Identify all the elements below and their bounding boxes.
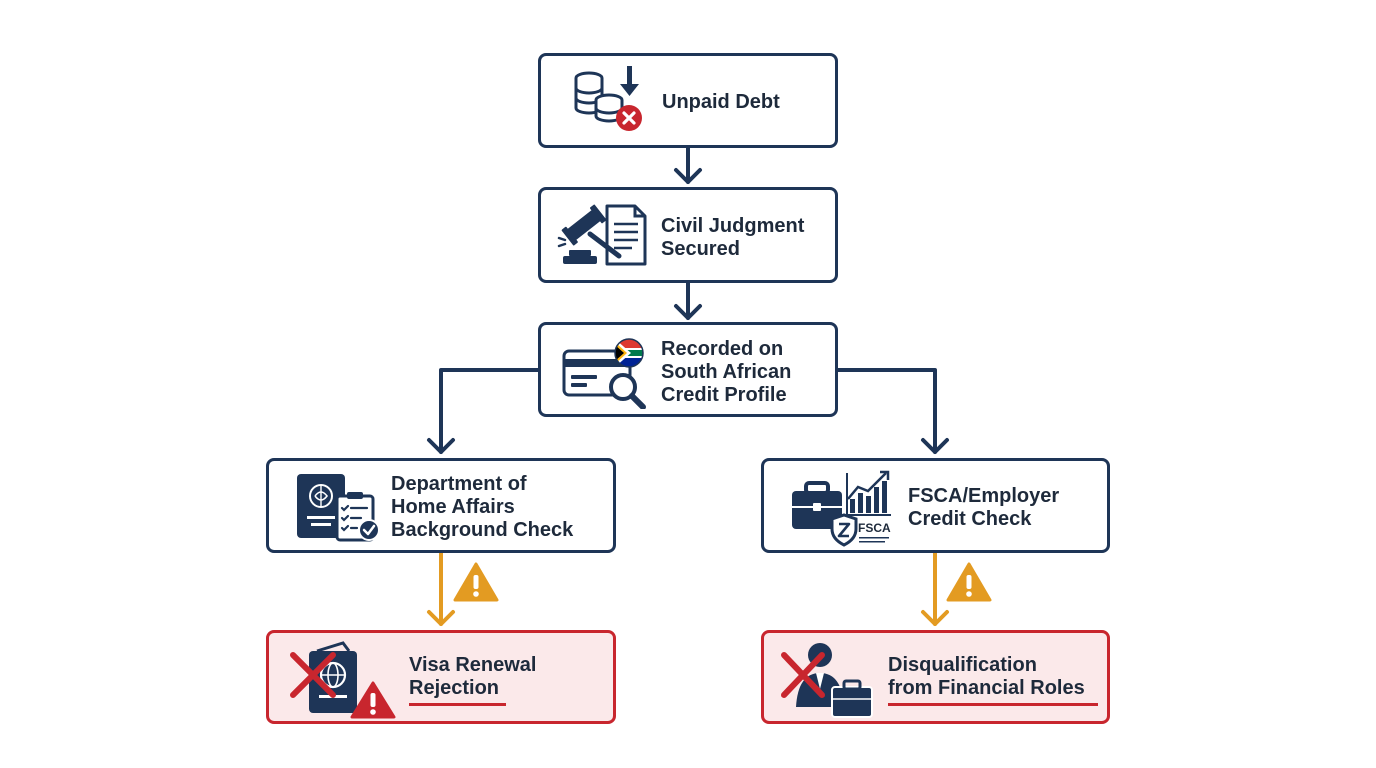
node-label: Department of Home Affairs Background Ch…: [391, 473, 573, 542]
label-line: Unpaid Debt: [662, 91, 780, 113]
node-label: Disqualification from Financial Roles: [888, 654, 1085, 700]
gavel-document-icon: [557, 204, 647, 266]
label-line: Disqualification: [888, 654, 1037, 676]
label-line: Civil Judgment: [661, 215, 805, 237]
coin-stack-down-icon: [574, 66, 642, 131]
credit-card-search-icon: [562, 338, 646, 409]
label-line: Department of: [391, 473, 527, 495]
arrow-debt-to-judgment: [674, 146, 702, 184]
arrow-home-affairs-to-visa: [427, 551, 455, 626]
node-credit-profile: Recorded on South African Credit Profile: [538, 322, 838, 417]
south-african-flag-icon: [614, 338, 644, 368]
label-line: Visa Renewal: [409, 654, 537, 676]
person-rejected-icon: [781, 643, 873, 718]
node-home-affairs: Department of Home Affairs Background Ch…: [266, 458, 616, 553]
warning-icon: [946, 562, 992, 602]
node-label: Unpaid Debt: [662, 91, 780, 114]
arrow-judgment-to-profile: [674, 281, 702, 320]
label-line: Background Check: [391, 519, 574, 541]
node-visa-rejection: Visa Renewal Rejection: [266, 630, 616, 724]
arrow-profile-to-fsca: [836, 368, 949, 454]
node-unpaid-debt: Unpaid Debt: [538, 53, 838, 148]
emphasis-underline: [888, 703, 1098, 706]
fsca-badge-text: FSCA: [858, 521, 891, 535]
label-line: FSCA/Employer: [908, 485, 1060, 507]
label-line: South African: [661, 361, 792, 383]
label-line: Home Affairs: [391, 496, 515, 518]
warning-icon: [453, 562, 499, 602]
passport-rejected-icon: [290, 641, 396, 719]
arrow-fsca-to-disqualification: [921, 551, 949, 626]
node-label: Recorded on South African Credit Profile: [661, 338, 791, 407]
label-line: Credit Profile: [661, 384, 787, 406]
emphasis-underline: [409, 703, 506, 706]
label-line: Recorded on: [661, 338, 784, 360]
node-label: Civil Judgment Secured: [661, 215, 804, 261]
node-civil-judgment: Civil Judgment Secured: [538, 187, 838, 283]
passport-checklist-icon: [297, 474, 380, 542]
briefcase-chart-icon: FSCA: [792, 470, 891, 547]
node-label: Visa Renewal Rejection: [409, 654, 536, 700]
label-line: from Financial Roles: [888, 677, 1085, 699]
node-disqualification: Disqualification from Financial Roles: [761, 630, 1110, 724]
node-fsca-check: FSCA FSCA/Employer Credit Check: [761, 458, 1110, 553]
label-line: Rejection: [409, 677, 500, 699]
node-label: FSCA/Employer Credit Check: [908, 485, 1059, 531]
arrow-profile-to-home-affairs: [427, 368, 540, 454]
label-line: Credit Check: [908, 508, 1032, 530]
label-line: Secured: [661, 238, 740, 260]
